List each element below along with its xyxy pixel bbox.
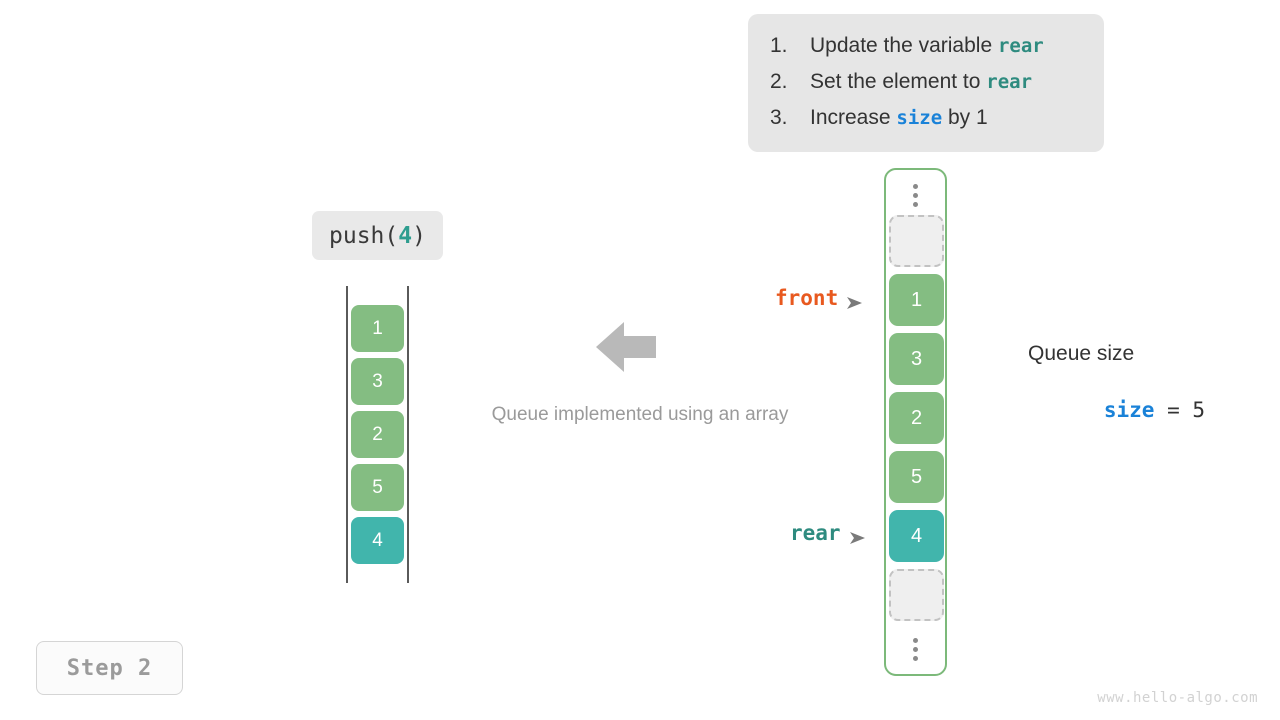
- ellipsis-top-icon: [886, 178, 945, 212]
- array-slot: 3: [889, 333, 944, 385]
- instruction-code-rear: rear: [997, 35, 1044, 57]
- pointer-rear: rear: [790, 521, 865, 545]
- flow-arrow-left-icon: [596, 322, 656, 372]
- queue-size-operator: =: [1154, 398, 1193, 422]
- array-cell: 2: [351, 411, 404, 458]
- pointer-arrow-icon: [849, 526, 865, 544]
- instruction-number: 2.: [770, 70, 788, 93]
- array-slot: 5: [889, 451, 944, 503]
- instruction-card: 1. Update the variable rear 2. Set the e…: [748, 14, 1104, 152]
- array-cell: 5: [351, 464, 404, 511]
- operation-name: push(: [329, 222, 399, 249]
- operation-close-paren: ): [412, 222, 426, 249]
- circular-array: 1 3 2 5 4: [884, 168, 947, 676]
- queue-size-expression: size = 5: [1028, 374, 1205, 446]
- circular-array-slots: 1 3 2 5 4: [889, 215, 944, 628]
- array-rail-right: [407, 286, 409, 583]
- pointer-rear-label: rear: [790, 521, 841, 545]
- instruction-text: Update the variable: [810, 34, 998, 57]
- array-rail-left: [346, 286, 348, 583]
- operation-label: push(4): [312, 211, 443, 260]
- instruction-code-rear: rear: [986, 71, 1033, 93]
- array-slot-empty: [889, 215, 944, 267]
- array-slot: 1: [889, 274, 944, 326]
- instruction-text-suffix: by 1: [942, 106, 988, 129]
- watermark: www.hello-algo.com: [1097, 690, 1258, 706]
- linear-array-cells: 1 3 2 5 4: [351, 305, 404, 570]
- instruction-number: 3.: [770, 106, 788, 129]
- instruction-text: Increase: [810, 106, 897, 129]
- queue-size-variable: size: [1103, 398, 1155, 422]
- step-badge: Step 2: [36, 641, 183, 695]
- instruction-item-2: 2. Set the element to rear: [770, 70, 1104, 106]
- ellipsis-bottom-icon: [886, 632, 945, 666]
- array-slot: 2: [889, 392, 944, 444]
- array-cell: 3: [351, 358, 404, 405]
- pointer-front-label: front: [775, 286, 839, 310]
- array-slot-new: 4: [889, 510, 944, 562]
- queue-size-block: Queue size size = 5: [1028, 342, 1205, 446]
- queue-size-title: Queue size: [1028, 342, 1135, 365]
- flow-caption: Queue implemented using an array: [491, 404, 789, 425]
- pointer-arrow-icon: [847, 291, 863, 309]
- instruction-text: Set the element to: [810, 70, 987, 93]
- instruction-item-3: 3. Increase size by 1: [770, 106, 1104, 142]
- instruction-number: 1.: [770, 34, 788, 57]
- instruction-item-1: 1. Update the variable rear: [770, 34, 1104, 70]
- array-cell: 1: [351, 305, 404, 352]
- operation-argument: 4: [398, 222, 413, 249]
- pointer-front: front: [775, 286, 863, 310]
- array-slot-empty: [889, 569, 944, 621]
- instruction-code-size: size: [896, 107, 943, 129]
- queue-size-value: 5: [1192, 398, 1206, 422]
- array-cell-new: 4: [351, 517, 404, 564]
